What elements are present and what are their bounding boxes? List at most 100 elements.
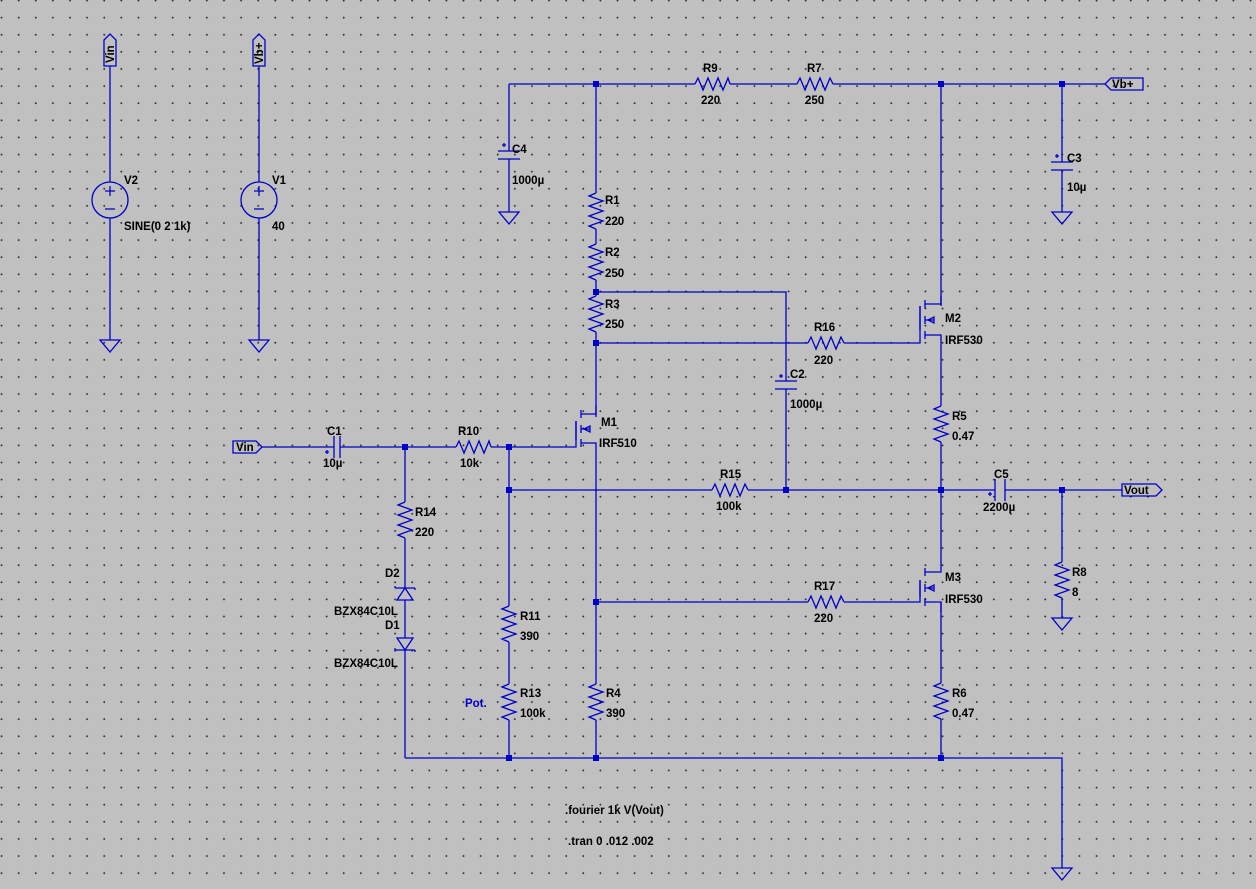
svg-text:BZX84C10L: BZX84C10L: [334, 658, 398, 670]
svg-text:250: 250: [805, 95, 824, 107]
svg-text:R6: R6: [952, 688, 967, 700]
fourier-directive: .fourier 1k V(Vout): [565, 805, 664, 817]
svg-text:40: 40: [272, 221, 285, 233]
resistor-r13: R13 100k: [500, 683, 546, 721]
svg-text:220: 220: [814, 355, 833, 367]
capacitor-c3: C3 10µ: [1051, 153, 1086, 194]
resistor-r14: R14 220: [396, 501, 437, 539]
voltage-source-v1: V1 40: [240, 175, 287, 233]
svg-text:R1: R1: [605, 195, 620, 207]
ground-symbols: [98, 211, 1074, 882]
voltage-source-v2: V2 SINE(0 2 1k): [91, 175, 191, 233]
svg-text:SINE(0 2 1k): SINE(0 2 1k): [124, 221, 191, 233]
capacitor-c5: C5 2200µ: [983, 469, 1015, 514]
mosfet-m3: M3 IRF530: [919, 562, 983, 612]
capacitor-c1: C1 10µ: [323, 426, 342, 470]
svg-text:C1: C1: [327, 426, 342, 438]
svg-text:220: 220: [701, 95, 720, 107]
svg-text:Vin: Vin: [105, 45, 117, 63]
resistor-r2: R2 250: [587, 243, 624, 281]
resistor-r16: R16 220: [807, 322, 845, 367]
svg-text:IRF530: IRF530: [945, 335, 983, 347]
net-label-vb-right: Vb+: [1104, 77, 1144, 91]
svg-text:V2: V2: [124, 175, 138, 187]
svg-text:100k: 100k: [716, 501, 742, 513]
resistor-r4: R4 390: [587, 683, 625, 721]
resistor-r9: R9 220: [694, 63, 731, 107]
svg-text:Vin: Vin: [236, 442, 254, 454]
svg-text:250: 250: [605, 268, 624, 280]
svg-text:M1: M1: [601, 417, 618, 429]
svg-text:C2: C2: [790, 369, 805, 381]
svg-text:R5: R5: [952, 411, 967, 423]
svg-text:220: 220: [814, 613, 833, 625]
svg-text:M3: M3: [945, 572, 961, 584]
svg-text:10k: 10k: [460, 458, 480, 470]
svg-text:220: 220: [415, 527, 434, 539]
svg-text:IRF510: IRF510: [599, 438, 637, 450]
svg-text:IRF530: IRF530: [945, 594, 983, 606]
svg-text:220: 220: [605, 216, 624, 228]
svg-text:R8: R8: [1072, 567, 1087, 579]
svg-text:M2: M2: [945, 313, 961, 325]
svg-text:C3: C3: [1067, 153, 1082, 165]
net-label-vb-top: Vb+: [252, 33, 266, 67]
junctions: [402, 81, 1065, 761]
svg-text:R17: R17: [814, 581, 835, 593]
resistor-r1: R1 220: [587, 192, 624, 230]
pot-label: Pot.: [465, 698, 487, 710]
resistor-r11: R11 390: [500, 605, 541, 643]
svg-text:R11: R11: [520, 611, 541, 623]
mosfet-m1: M1 IRF510: [575, 406, 637, 456]
svg-text:100k: 100k: [520, 708, 546, 720]
svg-text:D1: D1: [385, 620, 400, 632]
svg-text:C5: C5: [994, 469, 1009, 481]
svg-text:10µ: 10µ: [1067, 182, 1086, 194]
mosfet-m2: M2 IRF530: [919, 296, 983, 347]
resistor-r6: R6 0.47: [932, 682, 974, 720]
svg-text:C4: C4: [512, 144, 527, 156]
svg-text:R16: R16: [814, 322, 835, 334]
svg-text:R7: R7: [807, 63, 822, 75]
net-label-vout: Vout: [1121, 483, 1163, 497]
svg-text:Vout: Vout: [1124, 485, 1149, 497]
svg-text:Vb+: Vb+: [1112, 79, 1134, 91]
svg-text:8: 8: [1072, 587, 1079, 599]
svg-text:R4: R4: [606, 688, 621, 700]
svg-text:10µ: 10µ: [323, 458, 342, 470]
svg-text:R14: R14: [415, 507, 437, 519]
svg-text:0.47: 0.47: [952, 708, 974, 720]
zener-diode-d2: D2 BZX84C10L: [334, 568, 416, 618]
resistor-r5: R5 0.47: [932, 405, 974, 443]
svg-text:R13: R13: [520, 688, 541, 700]
tran-directive: .tran 0 .012 .002: [568, 836, 654, 848]
svg-text:R2: R2: [605, 247, 620, 259]
capacitor-c2: C2 1000µ: [775, 369, 822, 411]
svg-text:390: 390: [606, 708, 625, 720]
svg-text:250: 250: [605, 319, 624, 331]
resistor-r10: R10 10k: [455, 426, 492, 470]
zener-diode-d1: D1 BZX84C10L: [334, 620, 416, 670]
svg-text:R10: R10: [458, 426, 479, 438]
resistor-r7: R7 250: [796, 63, 834, 107]
svg-text:1000µ: 1000µ: [512, 175, 544, 187]
resistor-r15: R15 100k: [711, 469, 749, 513]
svg-text:Vb+: Vb+: [254, 42, 266, 64]
wires: [109, 66, 1122, 868]
svg-text:BZX84C10L: BZX84C10L: [334, 606, 398, 618]
svg-text:V1: V1: [272, 175, 287, 187]
capacitor-c4: C4 1000µ: [498, 143, 544, 187]
svg-text:R15: R15: [720, 469, 742, 481]
svg-text:2200µ: 2200µ: [983, 502, 1015, 514]
svg-text:R9: R9: [703, 63, 718, 75]
resistor-r17: R17 220: [807, 581, 845, 625]
svg-text:0.47: 0.47: [952, 431, 974, 443]
resistor-r8: R8 8: [1053, 561, 1087, 599]
svg-text:390: 390: [520, 631, 539, 643]
svg-text:1000µ: 1000µ: [790, 399, 822, 411]
net-label-vin-left: Vin: [232, 440, 263, 454]
svg-text:R3: R3: [605, 299, 620, 311]
svg-text:D2: D2: [385, 568, 400, 580]
resistor-r3: R3 250: [587, 295, 624, 333]
